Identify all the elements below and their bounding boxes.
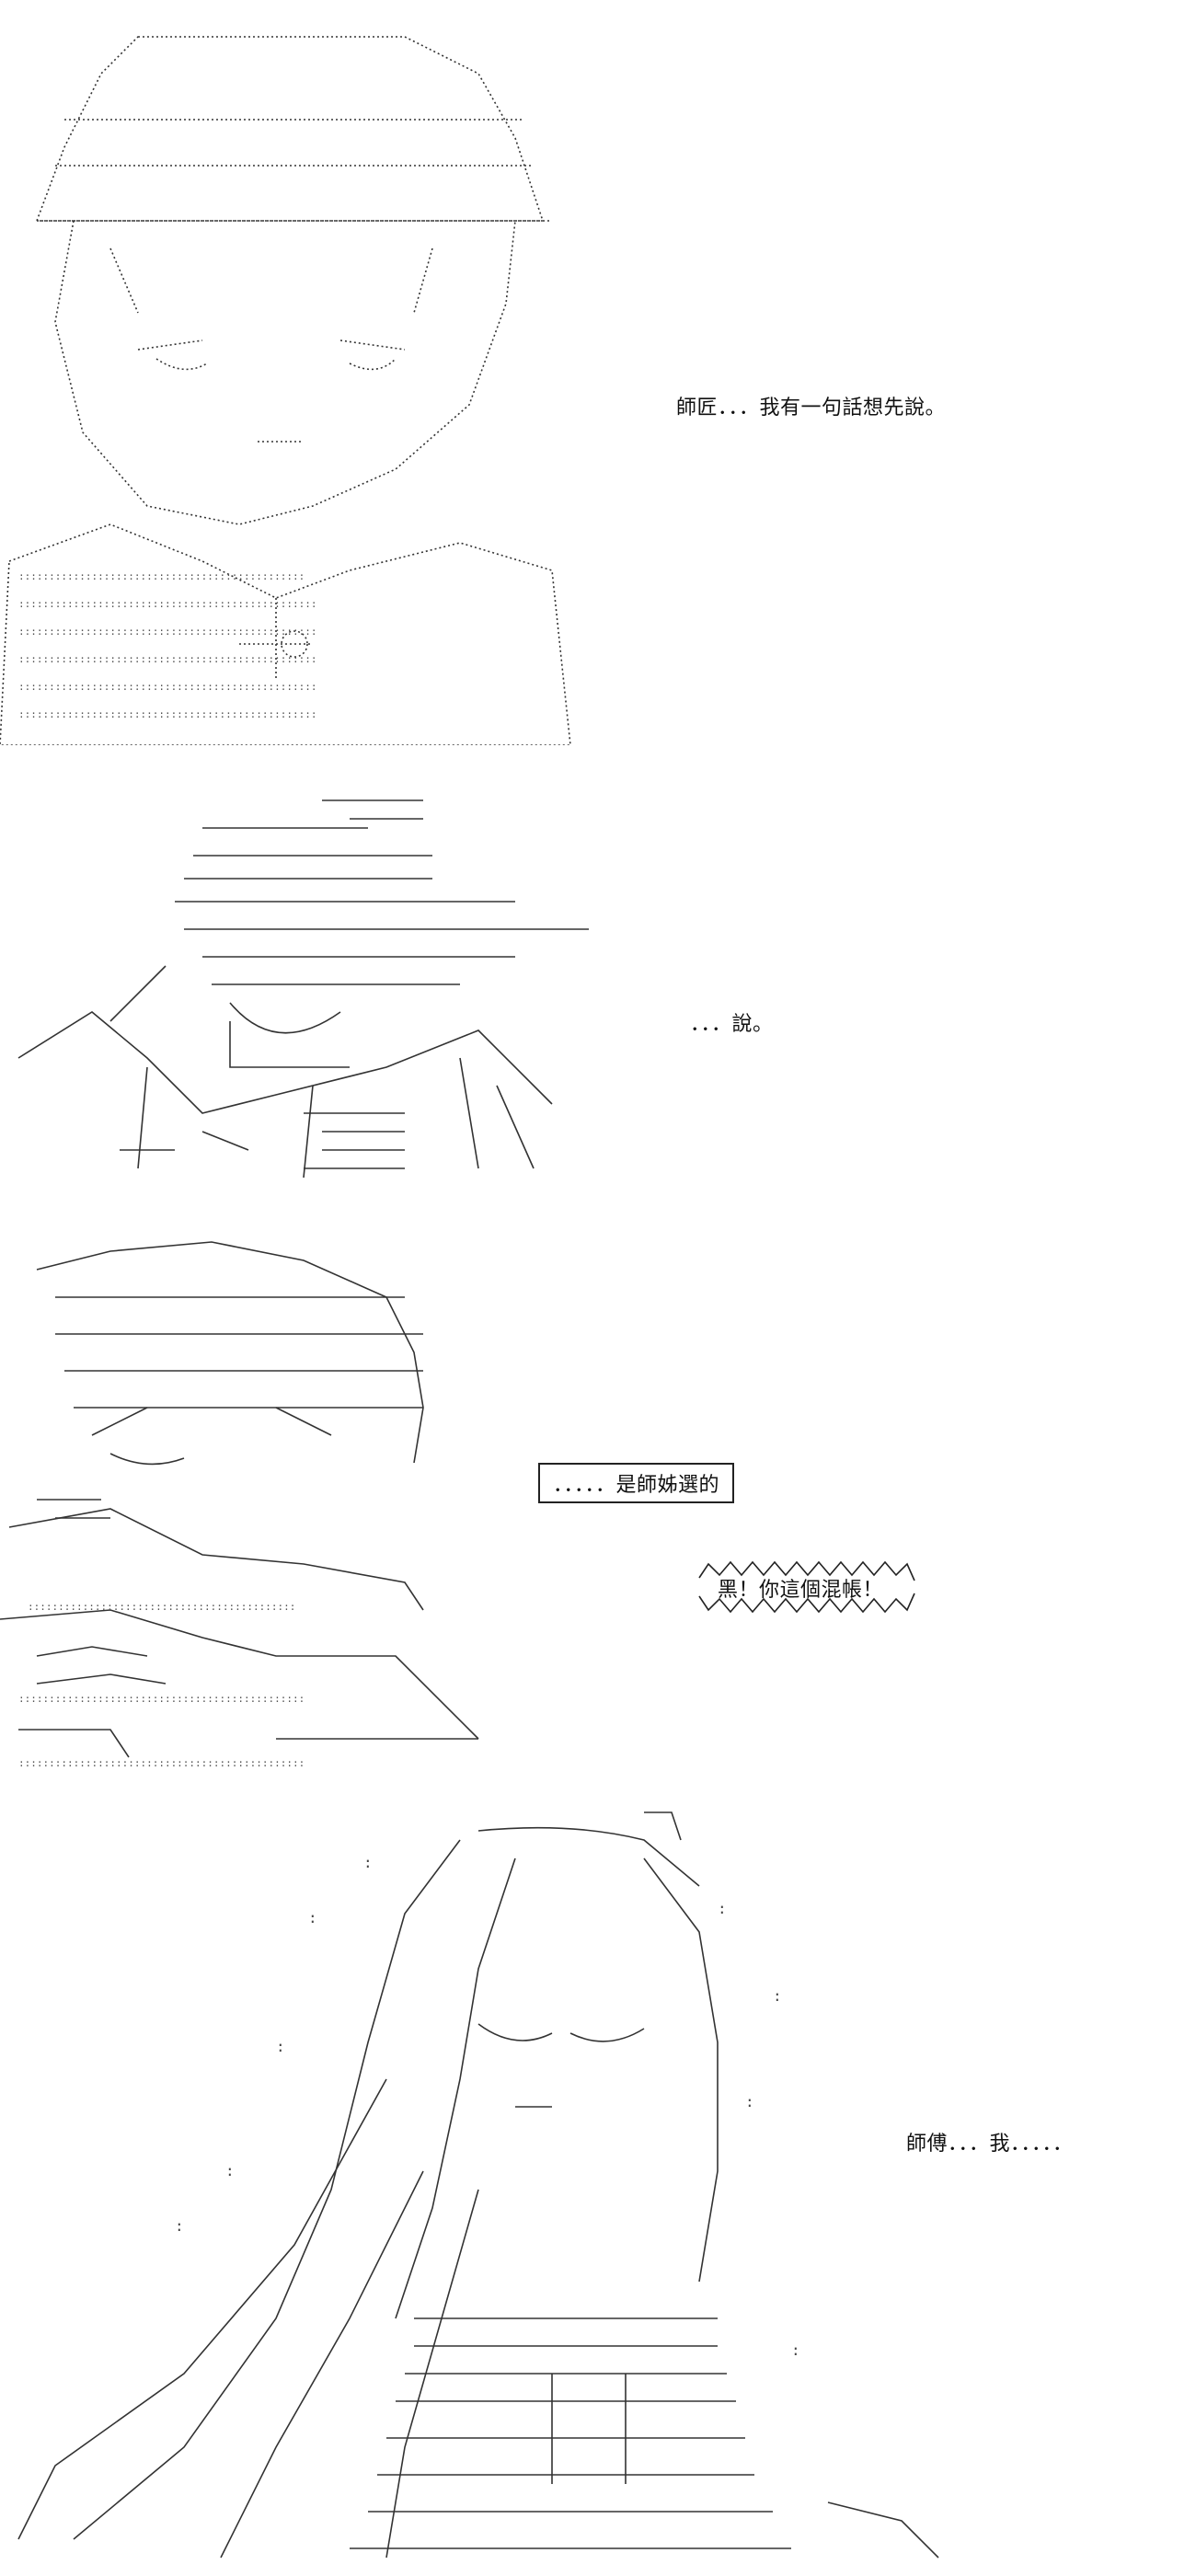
dialogue-line-1: 師匠．．．我有一句話想先說。 [676,397,947,420]
panel-4: : : : : : : : : : 師傅．．．我．．．．． [0,1803,1196,2576]
dialogue-line-2: ．．．說。 [690,1013,774,1036]
svg-text::: : [276,2038,285,2055]
svg-text:::::::::::::::::::::::::::::::: ::::::::::::::::::::::::::::::::::::::::… [18,681,317,693]
svg-text::: : [363,1854,373,1871]
svg-text:::::::::::::::::::::::::::::::: ::::::::::::::::::::::::::::::::::::::::… [18,653,317,665]
svg-text::: : [175,2217,184,2235]
panel-2: ．．．說。 [0,773,1196,1196]
svg-text::: : [791,2341,800,2359]
panel-1: ::::::::::::::::::::::::::::::::::::::::… [0,0,1196,754]
svg-text::: : [773,1987,782,2005]
panel-3: ::::::::::::::::::::::::::::::::::::::::… [0,1214,1196,1785]
svg-text:::::::::::::::::::::::::::::::: ::::::::::::::::::::::::::::::::::::::::… [18,598,317,610]
shout-text: 黑！你這個混帳！ [718,1579,884,1602]
svg-text::: : [718,1900,727,1917]
spiky-bubble-icon [698,1560,915,1614]
boy-sitting-ascii-art-icon: ::::::::::::::::::::::::::::::::::::::::… [0,1224,515,1776]
svg-text:::::::::::::::::::::::::::::::: ::::::::::::::::::::::::::::::::::::::::… [28,1601,295,1613]
svg-text::: : [308,1909,317,1926]
dialogue-line-4: 師傅．．．我．．．．． [906,2133,1074,2156]
svg-text:::::::::::::::::::::::::::::::: ::::::::::::::::::::::::::::::::::::::::… [18,708,317,720]
svg-text:::::::::::::::::::::::::::::::: ::::::::::::::::::::::::::::::::::::::::… [18,1757,305,1769]
svg-text::: : [225,2162,235,2179]
boy-in-cap-ascii-art-icon [0,782,644,1187]
svg-text:::::::::::::::::::::::::::::::: ::::::::::::::::::::::::::::::::::::::::… [18,1693,305,1705]
svg-text:::::::::::::::::::::::::::::::: ::::::::::::::::::::::::::::::::::::::::… [18,626,317,638]
girl-long-hair-ascii-art-icon: : : : : : : : : : [0,1803,957,2576]
shout-bubble: 黑！你這個混帳！ [690,1555,920,1619]
svg-text::: : [745,2093,754,2110]
girl-with-hat-ascii-art-icon: ::::::::::::::::::::::::::::::::::::::::… [0,9,589,745]
dialogue-box-line-3: ．．．．．是師姊選的 [538,1463,735,1503]
svg-text:::::::::::::::::::::::::::::::: ::::::::::::::::::::::::::::::::::::::::… [18,570,305,582]
